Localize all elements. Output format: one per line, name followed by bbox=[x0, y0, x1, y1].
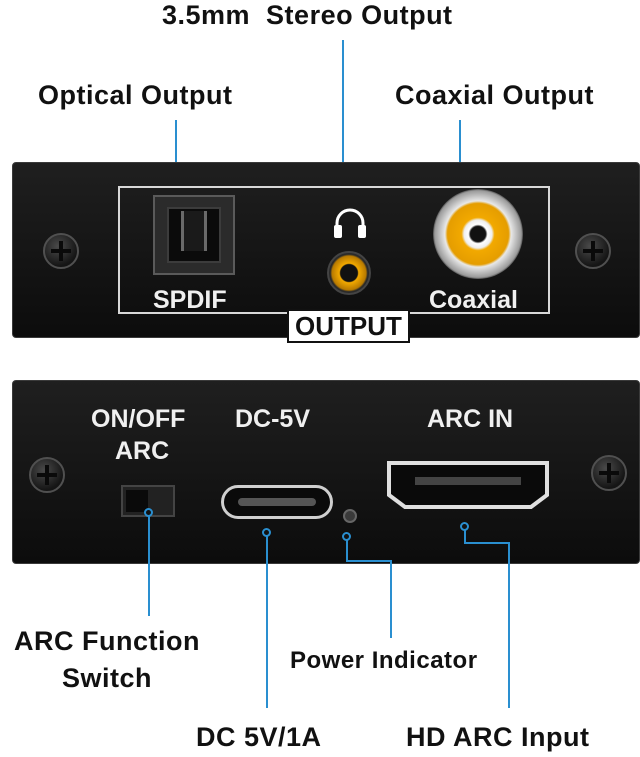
switch-label-line1: ON/OFF bbox=[91, 405, 186, 433]
hd-arc-leader-v2 bbox=[508, 542, 510, 708]
optical-port bbox=[153, 195, 235, 275]
dc-input-leader bbox=[266, 536, 268, 708]
optical-output-callout: Optical Output bbox=[38, 80, 233, 110]
arc-switch-leader bbox=[148, 516, 150, 616]
stereo-output-callout: 3.5mm Stereo Output bbox=[162, 0, 453, 30]
hdmi-port bbox=[385, 459, 551, 511]
right-screw-icon bbox=[575, 233, 611, 269]
power-indicator-leader-h bbox=[346, 560, 392, 562]
hd-arc-leader-h bbox=[464, 542, 510, 544]
coaxial-rca-jack bbox=[433, 189, 523, 279]
left-screw-icon bbox=[43, 233, 79, 269]
left-screw-icon bbox=[29, 457, 65, 493]
optical-output-leader bbox=[175, 120, 177, 190]
power-indicator-callout: Power Indicator bbox=[290, 647, 478, 674]
arc-switch-callout: ARC Function Switch bbox=[2, 626, 212, 694]
usb-c-port bbox=[221, 485, 333, 519]
right-screw-icon bbox=[591, 455, 627, 491]
hd-arc-input-callout: HD ARC Input bbox=[406, 722, 590, 752]
dc-input-callout: DC 5V/1A bbox=[196, 722, 322, 752]
headphone-icon bbox=[331, 205, 369, 241]
dc-label: DC-5V bbox=[235, 405, 311, 433]
stereo-output-leader bbox=[342, 40, 344, 200]
spdif-label: SPDIF bbox=[153, 286, 227, 314]
input-panel: ON/OFF ARC DC-5V ARC IN bbox=[12, 380, 640, 564]
hd-arc-leader-v1 bbox=[464, 530, 466, 544]
coaxial-label: Coaxial bbox=[429, 286, 518, 314]
stereo-jack bbox=[327, 251, 371, 295]
power-indicator-leader-v2 bbox=[390, 560, 392, 638]
output-panel: SPDIF Coaxial OUTPUT bbox=[12, 162, 640, 343]
power-indicator-leader-v1 bbox=[346, 540, 348, 562]
arc-switch-callout-line2: Switch bbox=[61, 663, 152, 693]
output-tag: OUTPUT bbox=[287, 309, 410, 343]
arc-switch-callout-line1: ARC Function bbox=[14, 626, 200, 656]
coaxial-output-leader bbox=[459, 120, 461, 182]
arc-in-label: ARC IN bbox=[427, 405, 514, 433]
power-led bbox=[343, 509, 357, 523]
switch-label-line2: ARC bbox=[115, 437, 170, 465]
coaxial-output-callout: Coaxial Output bbox=[395, 80, 595, 110]
